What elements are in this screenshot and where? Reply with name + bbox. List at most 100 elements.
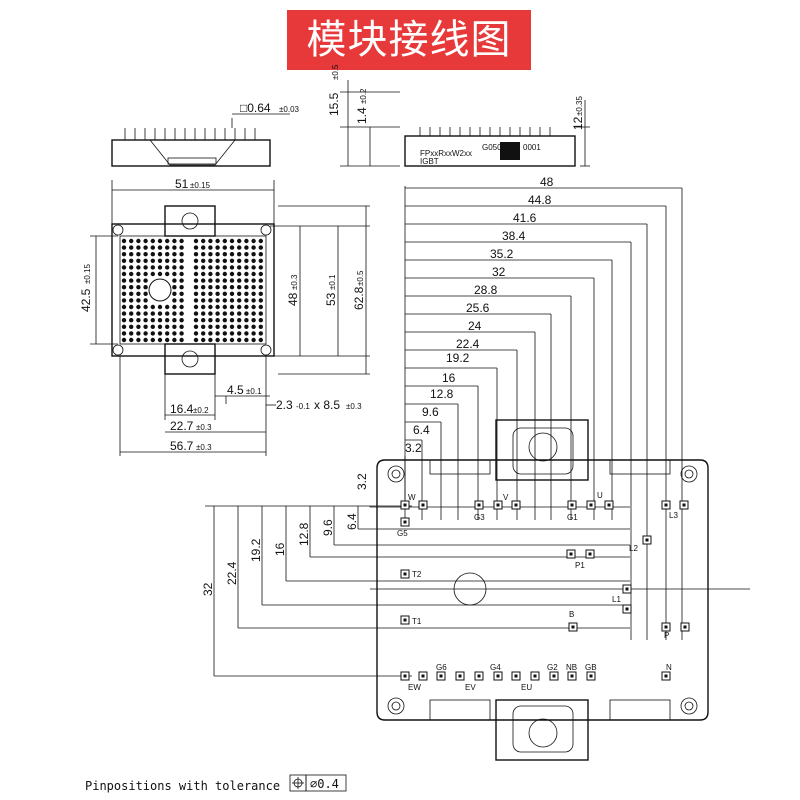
pin-dot (251, 298, 256, 303)
x-dim-3: 38.4 (502, 229, 526, 243)
height-12-dim: 12 (571, 116, 585, 130)
pin-dot (121, 291, 127, 296)
pin-dot (172, 304, 177, 310)
pin-pad-center (645, 538, 649, 542)
module-part-label: FPxxRxxW2xx (420, 149, 472, 158)
pin-dot (143, 298, 148, 303)
pin-label-eu: EU (521, 683, 532, 692)
pin-dot (222, 318, 227, 323)
pin-dot (143, 245, 148, 250)
pin-dot (201, 337, 206, 343)
pin-pad-center (588, 552, 592, 556)
pin-dot (157, 265, 163, 270)
pin-dot (193, 271, 199, 277)
pin-dot (222, 245, 227, 250)
pin-dot (244, 258, 249, 263)
pin-pad-center (477, 674, 481, 678)
x-dim-4: 35.2 (490, 247, 514, 261)
pin-label-g2: G2 (547, 663, 558, 672)
pin-dot (244, 311, 249, 316)
pin-dot (150, 324, 155, 329)
x-dim-8: 24 (468, 319, 482, 333)
pin-dot (244, 331, 249, 336)
pin-dot (229, 265, 235, 270)
pin-dot (208, 285, 213, 290)
pin-dot (237, 245, 242, 250)
pin-pad-center (514, 674, 518, 678)
width-51-dim: 51 (175, 177, 189, 191)
pin-dot (201, 245, 206, 250)
pin-dot (237, 265, 242, 270)
pin-dot (143, 331, 148, 336)
pin-dot (136, 298, 141, 303)
pin-label-w: W (408, 493, 416, 502)
x-dim-6: 28.8 (474, 283, 498, 297)
pin-dot (201, 278, 206, 283)
pin-dot (258, 245, 263, 250)
pin-dot (244, 298, 249, 303)
height-628-tol: ±0.5 (356, 270, 365, 286)
pin-dot (251, 318, 256, 323)
pin-dot (201, 271, 206, 277)
pin-dot (129, 271, 134, 277)
pin-dot (179, 318, 184, 323)
pin-dot (222, 324, 227, 329)
pin-dot (165, 318, 170, 323)
pin-dot (237, 285, 242, 290)
pin-dot (258, 278, 263, 283)
pin-dot (136, 238, 141, 244)
pin-dot (208, 245, 213, 250)
pin-dot (258, 337, 263, 343)
pin-dot (172, 265, 177, 270)
pin-dot (121, 271, 127, 277)
pin-pad-center (664, 625, 668, 629)
pin-dot (208, 311, 213, 316)
pin-dot (244, 285, 249, 290)
pin-label-ew: EW (408, 683, 421, 692)
pin-dot (157, 311, 163, 316)
pin-dot (136, 311, 141, 316)
pin-dot (222, 238, 227, 244)
y-dim-3: 16 (273, 542, 287, 556)
module-code2-label: 0001 (523, 143, 541, 152)
pin-dot (157, 304, 163, 310)
pin-dot (143, 258, 148, 263)
pin-pad-center (439, 674, 443, 678)
pin-dot (251, 265, 256, 270)
pin-dot (172, 285, 177, 290)
pin-dot (222, 311, 227, 316)
pin-dot (215, 291, 220, 296)
pin-dot (136, 271, 141, 277)
pin-dot (121, 304, 127, 310)
pin-dot (179, 252, 184, 257)
pin-dot (215, 337, 220, 343)
pin-pad-center (664, 674, 668, 678)
pin-dot (129, 245, 134, 250)
pin-dot (172, 318, 177, 323)
pin-dot (258, 252, 263, 257)
pin-dot (201, 285, 206, 290)
width-23-tol: -0.1 (296, 402, 310, 411)
pin-dot (222, 291, 227, 296)
pin-pad-center (421, 674, 425, 678)
y-dim-4: 12.8 (297, 522, 311, 546)
pin-dot (244, 245, 249, 250)
pin-dot (193, 318, 199, 323)
pin-dot (136, 278, 141, 283)
pin-label-g5: G5 (397, 529, 408, 538)
pin-dot (193, 291, 199, 296)
pin-pad-center (589, 674, 593, 678)
pin-dot (215, 238, 220, 244)
x-dim-15: 3.2 (405, 441, 422, 455)
pin-pad-center (496, 503, 500, 507)
pin-dot (179, 337, 184, 343)
pin-label-l1: L1 (612, 595, 621, 604)
pin-dot (215, 331, 220, 336)
pin-dot (222, 304, 227, 310)
pin-dot (172, 298, 177, 303)
pin-pad-center (403, 618, 407, 622)
width-567-dim: 56.7 (170, 439, 194, 453)
pin-label-nb: NB (566, 663, 577, 672)
pin-dot (251, 278, 256, 283)
pin-label-gb: GB (585, 663, 597, 672)
